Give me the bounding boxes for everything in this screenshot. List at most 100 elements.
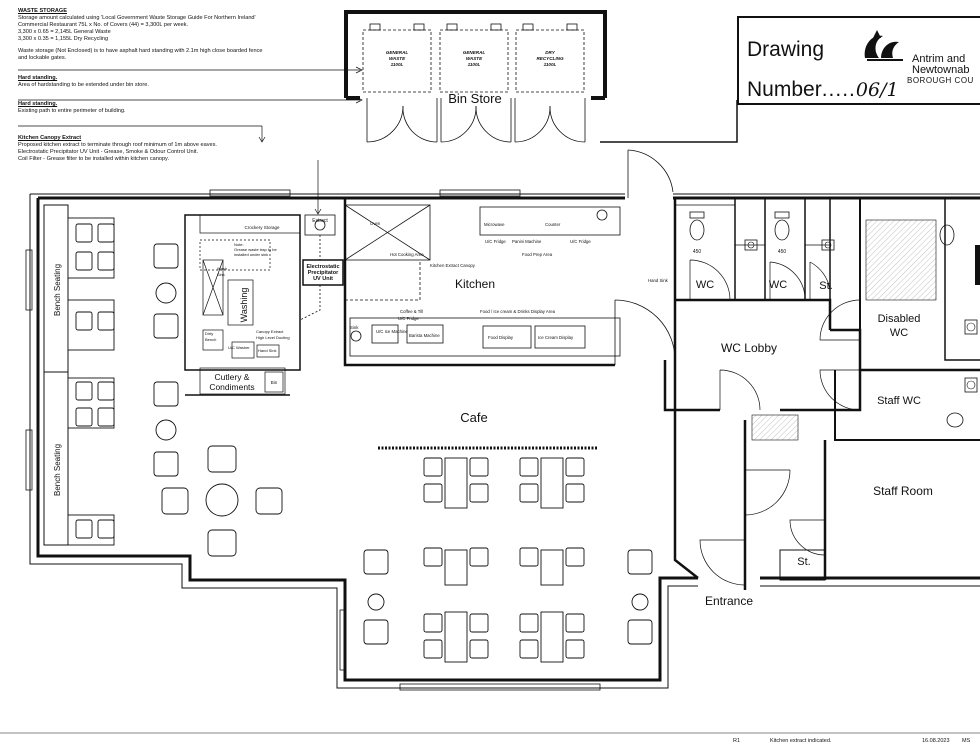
uc-washer-label: U/C Washer — [228, 345, 250, 350]
wc-label: WC — [696, 279, 714, 291]
external-walls — [25, 189, 980, 691]
fridge-label: U/C Fridge — [570, 239, 591, 244]
canopy-label: Kitchen Extract Canopy — [430, 263, 476, 268]
revision-initials: MS — [962, 738, 971, 744]
number-label: Number — [747, 78, 822, 101]
wc-lobby-label: WC Lobby — [721, 341, 777, 355]
fridge-label: U/C Fridge — [398, 316, 419, 321]
bin-label: 1100L — [391, 62, 404, 67]
display-area-label: Food / Ice cream & Drinks Display Area — [480, 309, 556, 314]
ice-machine-label: U/C Ice Machine — [376, 329, 408, 334]
central-furniture — [363, 457, 653, 663]
wc-block — [663, 198, 980, 590]
ice-display-label: Ice Cream Display — [538, 335, 574, 340]
note-line: Coil Filter - Grease filter to be instal… — [18, 156, 169, 162]
disabled-wc-label: WC — [890, 327, 908, 339]
staff-room-label: Staff Room — [873, 484, 933, 498]
food-prep-label: Food Prep Area — [522, 252, 553, 257]
wc-label: WC — [769, 279, 787, 291]
note-line: Waste storage (Not Enclosed) is to have … — [18, 48, 263, 54]
sink-label: Sink — [217, 272, 225, 277]
title-block: Drawing Number.....06/1 Antrim and Newto… — [737, 16, 980, 105]
bin-label: RECYCLING — [536, 56, 563, 61]
note-line: and lockable gates. — [18, 55, 67, 61]
disabled-wc-label: Disabled — [878, 313, 921, 325]
leader-lines — [18, 66, 363, 215]
bin-label: WASTE — [466, 56, 483, 61]
food-display-label: Food Display — [488, 335, 514, 340]
microwave-label: Microwave — [484, 222, 505, 227]
org-subtitle: BOROUGH COU — [907, 76, 974, 85]
note-line: Commercial Restaurant 75L x No. of Cover… — [18, 22, 189, 28]
bench-label: Bench Seating — [53, 264, 62, 316]
revision-date: 16.08.2023 — [922, 738, 950, 744]
note-line: 3,300 x 0.65 = 2,145L General Waste — [18, 29, 111, 35]
bin-label: 1100L — [544, 62, 557, 67]
counter-label: Counter — [545, 222, 561, 227]
canopy-label: Canopy Extract — [256, 329, 284, 334]
precipitator-label: Electrostatic — [306, 264, 339, 270]
wash-label: Wash — [217, 266, 227, 271]
cutlery-label: Cutlery & — [215, 372, 250, 382]
note-line: Proposed kitchen extract to terminate th… — [18, 142, 217, 148]
council-logo-icon — [864, 30, 903, 61]
dirty-label: Dirty — [205, 331, 213, 336]
drawing-notes: WASTE STORAGE Storage amount calculated … — [18, 8, 338, 163]
note-line: Area of hardstanding to be extended unde… — [18, 82, 149, 88]
sink-label: Sink — [350, 325, 359, 330]
store-label: St. — [819, 280, 832, 292]
bin-label: WASTE — [389, 56, 406, 61]
staff-wc-label: Staff WC — [877, 395, 921, 407]
bench-seating — [43, 204, 69, 546]
note-label: Note: — [234, 242, 244, 247]
panini-label: Panini Machine — [512, 239, 542, 244]
note-line: Storage amount calculated using 'Local G… — [18, 15, 256, 21]
drawing-label: Drawing — [747, 38, 825, 61]
extract-label: Extract — [312, 218, 328, 224]
crockery-label: Crockery Storage — [244, 225, 280, 230]
canopy-label: High Level Ducting — [256, 335, 290, 340]
bin-store-title: Bin Store — [448, 91, 501, 106]
width-label: 450 — [693, 249, 702, 255]
dirty-label: Bench — [205, 337, 216, 342]
bin-label: GENERAL — [463, 50, 486, 55]
number-value: 06/1 — [855, 79, 899, 101]
org-line: Antrim and — [912, 53, 966, 65]
washing-label: Washing — [239, 288, 249, 323]
hard-standing-heading: Hard standing. — [18, 101, 58, 107]
entrance-label: Entrance — [705, 594, 753, 608]
note-line: Existing path to entire perimeter of bui… — [18, 108, 126, 114]
note-line: 3,300 x 0.35 = 1,155L Dry Recycling — [18, 36, 109, 42]
store-label: St. — [797, 556, 810, 568]
drawing-number: Number.....06/1 — [747, 78, 899, 101]
barista-label: Barista Machine — [409, 333, 440, 338]
note-label: installed under sink — [234, 252, 268, 257]
org-name: Antrim and Newtownab — [912, 54, 969, 76]
bin-label: Bin — [271, 380, 278, 385]
coffee-label: Coffee & Till — [400, 309, 423, 314]
hot-cooking-label: Hot Cooking Area — [390, 252, 424, 257]
bench-label: Bench Seating — [53, 444, 62, 496]
fridge-label: U/C Fridge — [485, 239, 506, 244]
kitchen-label: Kitchen — [455, 277, 495, 291]
bin-label: DRY — [545, 50, 556, 55]
note-line: Electrostatic Precipitator UV Unit - Gre… — [18, 149, 198, 155]
hand-sink-label: Hand Sink — [648, 278, 669, 283]
hard-standing-heading: Hard standing. — [18, 75, 58, 81]
bin-store — [344, 10, 607, 143]
kitchen-room — [343, 198, 676, 367]
width-label: 450 — [778, 249, 787, 255]
bin-label: 1100L — [468, 62, 481, 67]
cafe-label: Cafe — [460, 410, 487, 425]
revision-description: Kitchen extract indicated. — [770, 738, 832, 744]
bin-label: GENERAL — [386, 50, 409, 55]
precipitator-label: UV Unit — [313, 276, 333, 282]
canopy-heading: Kitchen Canopy Extract — [18, 135, 82, 141]
precipitator-label: Precipitator — [308, 270, 339, 276]
waste-storage-heading: WASTE STORAGE — [18, 8, 68, 14]
org-line: Newtownab — [912, 64, 970, 76]
cafe-furniture — [67, 217, 283, 557]
revision-code: R1 — [733, 738, 741, 744]
note-label: Grease waste trap to be — [234, 247, 277, 252]
